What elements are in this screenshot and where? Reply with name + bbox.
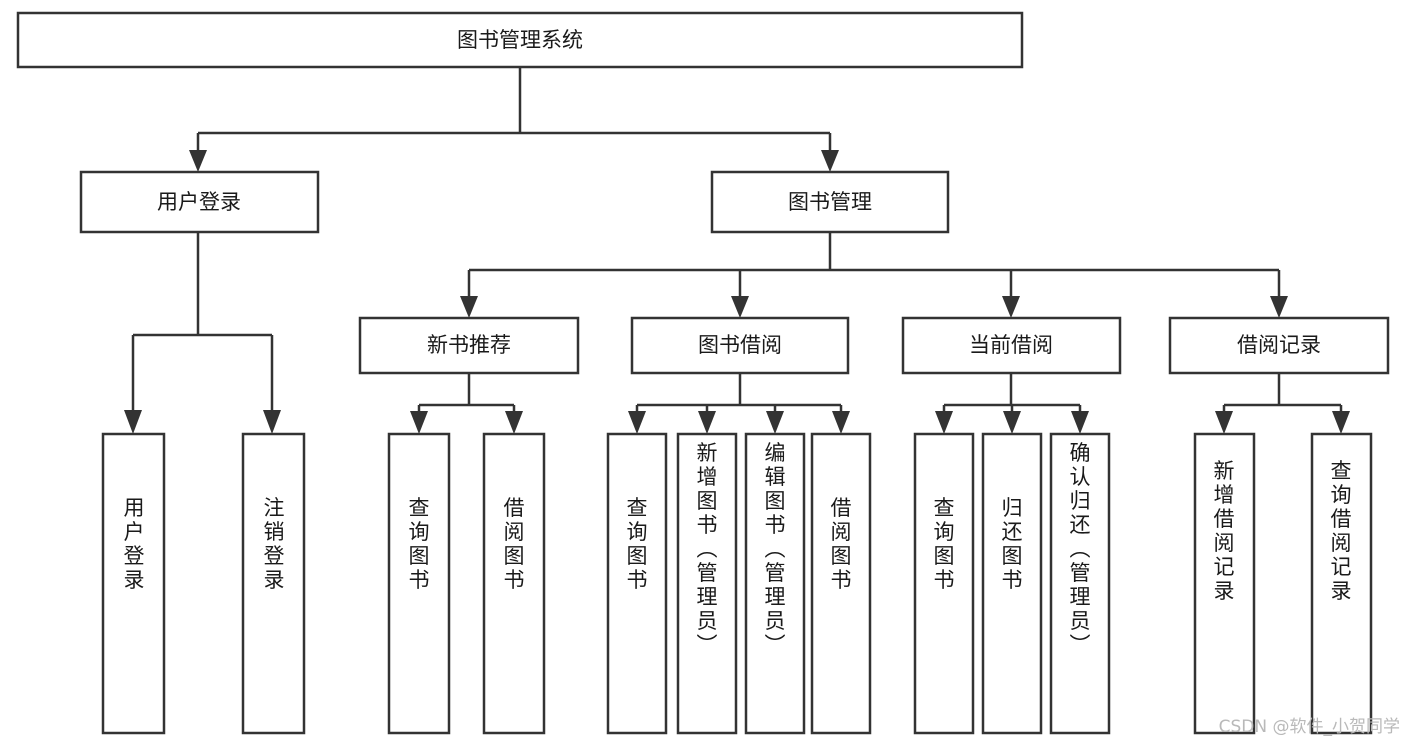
arrow-head-leaf-query-book-3 — [935, 411, 953, 434]
csdn-watermark: CSDN @软件_小贺同学 — [1219, 717, 1400, 737]
node-leaf-user-login-box[interactable] — [101, 432, 166, 735]
node-leaf-borrow-book-2-label: 借阅图书 — [831, 496, 852, 592]
node-root-label: 图书管理系统 — [457, 28, 583, 52]
arrow-head-leaf-add-record — [1215, 411, 1233, 434]
node-leaf-logout-login-box[interactable] — [241, 432, 306, 735]
node-borrow-record[interactable]: 借阅记录 — [1168, 316, 1390, 375]
node-current-borrow-label: 当前借阅 — [969, 333, 1053, 357]
node-leaf-query-record[interactable]: 查询借阅记录 — [1310, 432, 1373, 735]
node-leaf-add-book-box[interactable] — [676, 432, 738, 735]
arrow-head-leaf-borrow-book-2 — [832, 411, 850, 434]
node-leaf-confirm-return-box[interactable] — [1049, 432, 1111, 735]
node-book-borrow-box[interactable] — [630, 316, 850, 375]
node-leaf-add-book[interactable]: 新增图书︵管理员︶ — [676, 432, 738, 735]
node-leaf-logout-login-label: 注销登录 — [264, 496, 285, 592]
arrow-head-new-book-rec — [460, 296, 478, 318]
node-leaf-user-login[interactable]: 用户登录 — [101, 432, 166, 735]
node-leaf-add-record-label: 新增借阅记录 — [1214, 459, 1235, 603]
node-leaf-return-book-box[interactable] — [981, 432, 1043, 735]
node-leaf-borrow-book-1-label: 借阅图书 — [504, 496, 525, 592]
arrow-head-leaf-query-book-1 — [410, 411, 428, 434]
arrow-head-leaf-confirm-return — [1071, 411, 1089, 434]
node-leaf-borrow-book-1[interactable]: 借阅图书 — [482, 432, 546, 735]
node-book-manage-box[interactable] — [710, 170, 950, 234]
node-leaf-query-book-2[interactable]: 查询图书 — [606, 432, 668, 735]
node-book-borrow[interactable]: 图书借阅 — [630, 316, 850, 375]
node-leaf-borrow-book-2[interactable]: 借阅图书 — [810, 432, 872, 735]
node-leaf-confirm-return-label: 确认归还︵管理员︶ — [1070, 441, 1091, 657]
node-leaf-confirm-return[interactable]: 确认归还︵管理员︶ — [1049, 432, 1111, 735]
node-leaf-edit-book-box[interactable] — [744, 432, 806, 735]
node-leaf-edit-book[interactable]: 编辑图书︵管理员︶ — [744, 432, 806, 735]
node-leaf-query-book-1-box[interactable] — [387, 432, 451, 735]
arrow-head-user-login — [189, 150, 207, 172]
node-leaf-logout-login[interactable]: 注销登录 — [241, 432, 306, 735]
node-borrow-record-label: 借阅记录 — [1237, 333, 1321, 357]
node-borrow-record-box[interactable] — [1168, 316, 1390, 375]
node-leaf-query-book-3-box[interactable] — [913, 432, 975, 735]
node-user-login-label: 用户登录 — [157, 190, 241, 214]
node-leaf-return-book-label: 归还图书 — [1002, 496, 1023, 592]
arrow-head-leaf-edit-book — [766, 411, 784, 434]
arrow-head-leaf-return-book — [1003, 411, 1021, 434]
node-user-login[interactable]: 用户登录 — [79, 170, 320, 234]
arrow-head-leaf-add-book — [698, 411, 716, 434]
node-new-book-rec-box[interactable] — [358, 316, 580, 375]
node-book-borrow-label: 图书借阅 — [698, 333, 782, 357]
connector-layer — [124, 67, 1350, 434]
arrow-head-book-borrow — [731, 296, 749, 318]
arrow-head-leaf-query-book-2 — [628, 411, 646, 434]
node-leaf-query-book-3[interactable]: 查询图书 — [913, 432, 975, 735]
node-root-box[interactable] — [16, 11, 1024, 69]
node-leaf-query-book-2-box[interactable] — [606, 432, 668, 735]
node-user-login-box[interactable] — [79, 170, 320, 234]
node-current-borrow[interactable]: 当前借阅 — [901, 316, 1122, 375]
node-book-manage-label: 图书管理 — [788, 190, 872, 214]
node-leaf-user-login-label: 用户登录 — [124, 496, 145, 592]
node-leaf-add-record-box[interactable] — [1193, 432, 1256, 735]
arrow-head-book-manage — [821, 150, 839, 172]
node-leaf-query-book-2-label: 查询图书 — [627, 496, 648, 592]
arrow-head-leaf-user-login — [124, 410, 142, 434]
node-new-book-rec-label: 新书推荐 — [427, 333, 511, 357]
arrow-head-leaf-query-record — [1332, 411, 1350, 434]
node-leaf-borrow-book-1-box[interactable] — [482, 432, 546, 735]
node-leaf-query-book-1[interactable]: 查询图书 — [387, 432, 451, 735]
node-leaf-edit-book-label: 编辑图书︵管理员︶ — [765, 441, 786, 657]
node-leaf-query-book-3-label: 查询图书 — [934, 496, 955, 592]
node-root[interactable]: 图书管理系统 — [16, 11, 1024, 69]
node-leaf-query-record-box[interactable] — [1310, 432, 1373, 735]
arrow-head-leaf-borrow-book-1 — [505, 411, 523, 434]
node-leaf-query-record-label: 查询借阅记录 — [1331, 459, 1352, 603]
node-current-borrow-box[interactable] — [901, 316, 1122, 375]
node-leaf-add-record[interactable]: 新增借阅记录 — [1193, 432, 1256, 735]
node-leaf-add-book-label: 新增图书︵管理员︶ — [697, 441, 718, 657]
arrow-head-current-borrow — [1002, 296, 1020, 318]
arrow-head-borrow-record — [1270, 296, 1288, 318]
node-leaf-query-book-1-label: 查询图书 — [409, 496, 430, 592]
arrow-head-leaf-logout-login — [263, 410, 281, 434]
node-leaf-return-book[interactable]: 归还图书 — [981, 432, 1043, 735]
node-new-book-rec[interactable]: 新书推荐 — [358, 316, 580, 375]
node-book-manage[interactable]: 图书管理 — [710, 170, 950, 234]
node-leaf-borrow-book-2-box[interactable] — [810, 432, 872, 735]
